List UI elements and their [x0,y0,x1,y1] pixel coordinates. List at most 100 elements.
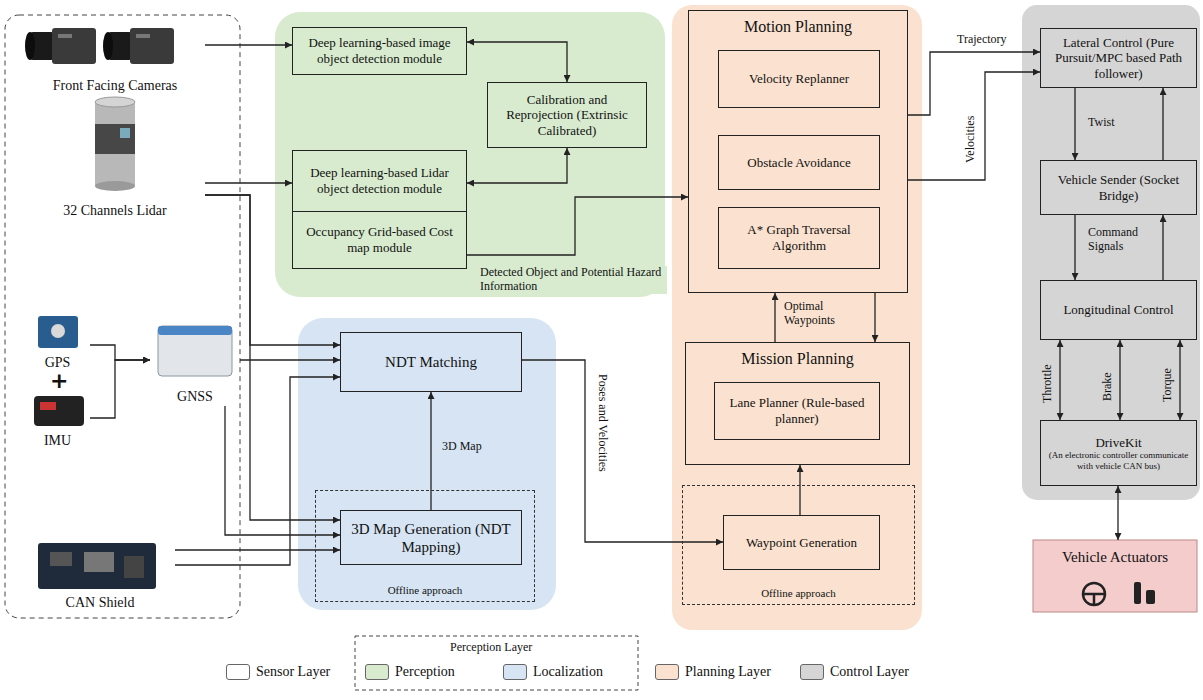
edge-label: 3D Map [440,440,484,454]
node-title: Deep learning-based Lidar object detecti… [299,165,460,196]
perception-region [275,12,665,297]
node-title: Offline approach [388,584,463,597]
control-box: Vehicle Sender (Socket Bridge) [1040,160,1197,215]
sensor-gnss: GNSS [150,318,240,406]
edge-label: Velocities [964,114,978,165]
legend-group-outline [355,636,638,690]
legend-text: Localization [533,664,603,680]
legend-group-heading: Perception Layer [450,640,532,655]
lidar-icon [95,97,135,191]
legend-swatch [226,664,250,680]
connector [1117,486,1118,540]
offline-group: Offline approach Waypoint Generation [682,485,915,605]
node-title: A* Graph Traversal Algorithm [725,222,873,253]
node-title: Front Facing Cameras [53,78,177,95]
sensor-layer-outline [5,15,240,618]
connector [908,72,1040,180]
node-title: Velocity Replanner [749,71,849,87]
connector [774,293,775,342]
legend-swatch [365,664,389,680]
node-title: Mission Planning [741,349,853,368]
edge-label: Trajectory [955,33,1009,47]
legend-item: Planning Layer [655,664,771,680]
node-title: Vehicle Sender (Socket Bridge) [1047,172,1190,203]
process-box: NDT Matching [340,332,522,392]
localization-region [298,318,556,610]
sensor-imu: IMU [25,392,90,450]
edge-label: Brake [1101,370,1115,403]
plus-sign: + [50,368,68,393]
legend-item: Control Layer [800,664,909,680]
connector [1162,88,1163,160]
gnss-icon [158,326,232,376]
node-title: Occupancy Grid-based Cost map module [299,224,460,255]
connector [240,359,340,360]
process-box: Obstacle Avoidance [718,135,880,190]
legend-text: Control Layer [830,664,909,680]
legend-swatch [655,664,679,680]
control-region [1022,5,1200,500]
connector [467,197,688,255]
edge-label: Optimal Waypoints [782,300,858,328]
actuator-box: Vehicle Actuators [1033,540,1197,612]
legend-text: Sensor Layer [256,664,330,680]
legend-swatch [503,664,527,680]
connector [467,148,567,183]
connector [205,182,292,183]
process-box: Velocity Replanner [718,50,880,108]
connector [90,345,150,360]
connector [908,52,1040,115]
node-title: Longitudinal Control [1063,302,1173,318]
edge-label: Throttle [1041,362,1055,405]
node-body: (An electronic controller communicate wi… [1047,450,1190,471]
connector [1074,88,1075,160]
camera-icon [25,28,174,64]
sensor-can: CAN Shield [25,540,175,612]
edge-label: Twist [1086,116,1117,130]
offline-group: Offline approach 3D Map Generation (NDT M… [315,490,535,602]
connector [1179,340,1180,420]
connector [205,195,340,345]
process-box: Deep learning-based Lidar object detecti… [292,150,467,212]
process-box: Occupancy Grid-based Cost map module [292,211,467,269]
connector [522,360,723,542]
connector [205,44,292,45]
process-box: A* Graph Traversal Algorithm [718,207,880,269]
node-title: NDT Matching [385,353,477,371]
sensor-camera: Front Facing Cameras [25,20,205,95]
legend-item: Perception [365,664,455,680]
legend-item: Localization [503,664,603,680]
actuator-box-fill [1033,540,1197,612]
edge-label: Detected Object and Potential Hazard Inf… [478,266,667,294]
planning-region [672,5,922,630]
node-title: 3D Map Generation (NDT Mapping) [347,520,515,556]
node-title: Waypoint Generation [746,535,857,551]
process-box: Calibration and Reprojection (Extrinsic … [487,82,647,148]
node-title: Calibration and Reprojection (Extrinsic … [494,92,640,139]
control-box: DriveKit(An electronic controller commun… [1040,420,1197,486]
control-box: Longitudinal Control [1040,280,1197,340]
node-title: CAN Shield [66,595,135,612]
sensor-gps: GPS [25,312,90,372]
process-box: Deep learning-based image object detecti… [292,27,467,75]
node-title: Motion Planning [744,17,852,36]
node-title: 32 Channels Lidar [63,203,166,220]
can-shield-icon [38,543,156,589]
node-title: Vehicle Actuators [1062,548,1168,566]
connector [799,465,800,515]
process-box: 3D Map Generation (NDT Mapping) [340,510,522,565]
node-title: DriveKit [1095,435,1141,451]
connector [225,406,340,535]
node-title: Offline approach [761,587,836,600]
node-title: Lateral Control (Pure Pursuit/MPC based … [1047,35,1190,82]
connector [1119,340,1120,420]
connector [1162,215,1163,280]
edge-label: Torque [1161,366,1175,404]
steering-wheel-icon [1083,583,1105,605]
module-group: Mission PlanningLane Planner (Rule-based… [685,342,910,465]
process-box: Waypoint Generation [723,515,880,570]
process-box: Lane Planner (Rule-based planner) [714,382,880,440]
node-title: Obstacle Avoidance [747,155,850,171]
connector [430,392,431,510]
module-group: Motion PlanningVelocity ReplannerObstacl… [688,10,908,293]
